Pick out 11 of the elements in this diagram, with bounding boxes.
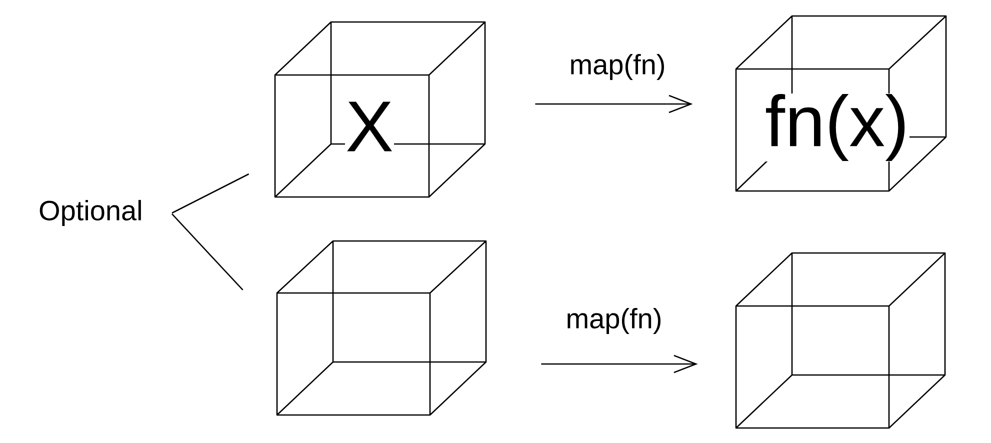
edge-label: map(fn) (564, 306, 664, 336)
text-label: Optional (40, 200, 141, 226)
cube: X (274, 21, 486, 198)
edge-label: map(fn) (568, 52, 667, 82)
leader-line (172, 214, 244, 290)
arrow (541, 354, 698, 374)
leader-line (172, 173, 250, 214)
cube (735, 252, 946, 429)
arrow (535, 94, 693, 114)
cube (276, 240, 487, 416)
cube: fn(x) (735, 15, 947, 192)
